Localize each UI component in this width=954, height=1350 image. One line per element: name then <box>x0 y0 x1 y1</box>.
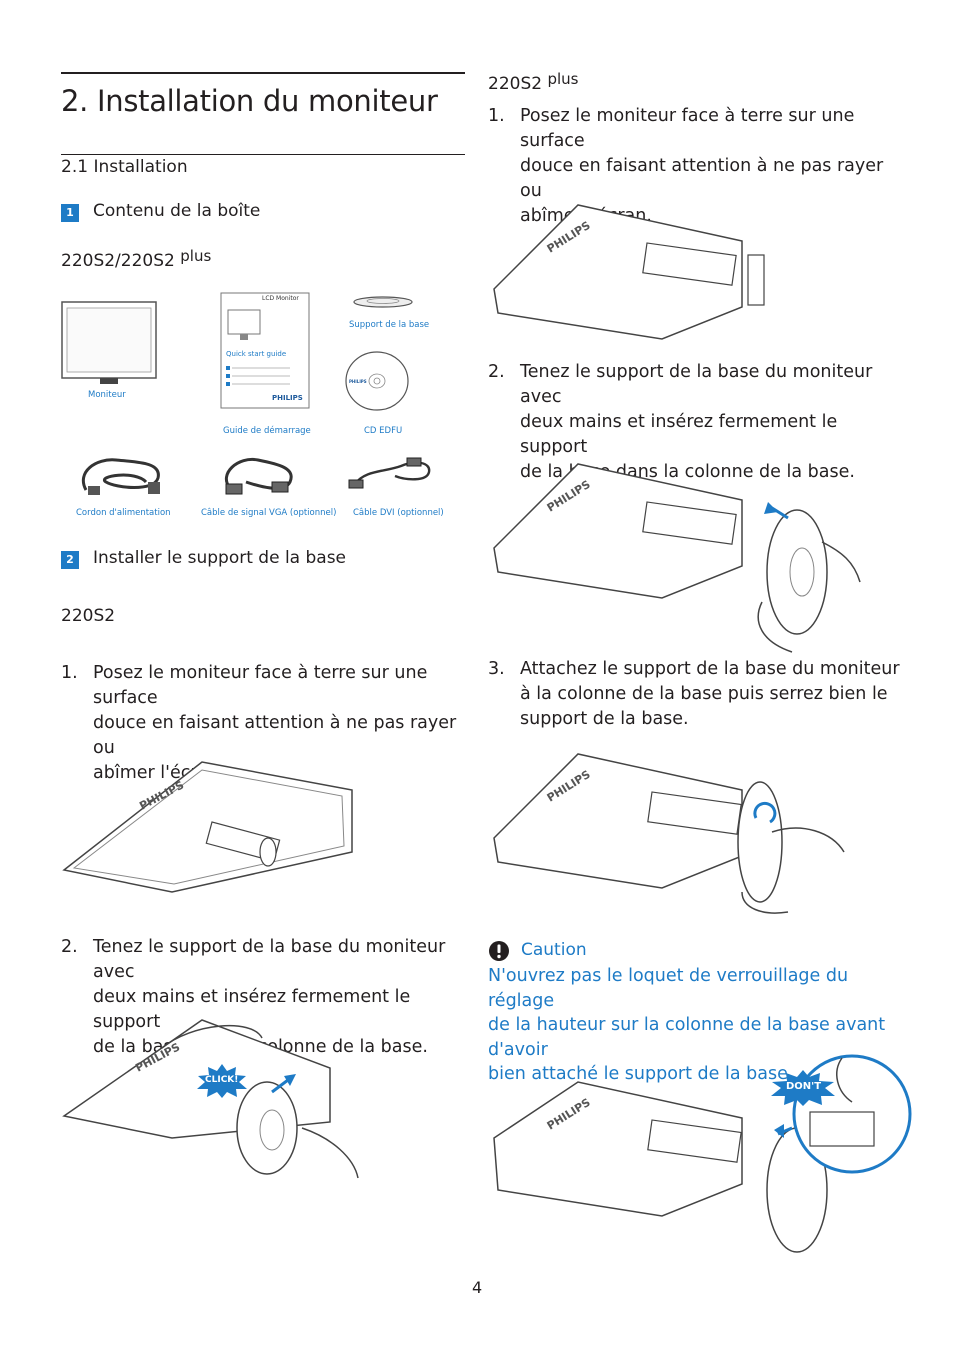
guide-brand-label: PHILIPS <box>272 394 303 402</box>
caution-body: N'ouvrez pas le loquet de verrouillage d… <box>488 964 908 1087</box>
click-starburst-icon <box>197 1064 247 1098</box>
model-heading-1-suffix: plus <box>180 247 212 265</box>
caution-line: bien attaché le support de la base. <box>488 1064 794 1084</box>
step-line: douce en faisant attention à ne pas raye… <box>93 713 457 758</box>
guide-qsg-label: Quick start guide <box>226 350 287 358</box>
monitor-attach-base-illustration-right: PHILIPS <box>493 753 845 914</box>
caution-line: de la hauteur sur la colonne de la base … <box>488 1015 886 1060</box>
caution-title: Caution <box>521 940 587 960</box>
step-number: 2. <box>488 362 505 382</box>
step-number: 1. <box>61 663 78 683</box>
step-line: douce en faisant attention à ne pas raye… <box>520 156 884 201</box>
vga-cable-illustration <box>224 457 293 495</box>
caption-dvi: Câble DVI (optionnel) <box>353 508 444 518</box>
step-line: deux mains et insérez fermement le suppo… <box>520 412 838 457</box>
step-220s2-2: 2. Tenez le support de la base du monite… <box>61 935 471 1057</box>
step-number: 3. <box>488 659 505 679</box>
model-heading-1: 220S2/220S2 plus <box>61 247 211 271</box>
step-line: Tenez le support de la base du moniteur … <box>93 937 446 982</box>
model-heading-1-main: 220S2/220S2 <box>61 251 175 271</box>
step-line: Attachez le support de la base du monite… <box>520 659 900 679</box>
subsection-2-title: Installer le support de la base <box>93 548 347 568</box>
model-heading-3: 220S2 plus <box>488 70 578 94</box>
step-line: deux mains et insérez fermement le suppo… <box>93 987 411 1032</box>
monitor-caution-illustration: PHILIPS <box>493 1054 912 1253</box>
step-line: à la colonne de la base puis serrez bien… <box>520 684 888 704</box>
dvi-cable-illustration <box>348 457 431 489</box>
step-line: Tenez le support de la base du moniteur … <box>520 362 873 407</box>
step-line: Posez le moniteur face à terre sur une s… <box>520 106 855 151</box>
monitor-illustration <box>61 301 157 384</box>
monitor-insert-base-illustration-right: PHILIPS <box>493 463 861 653</box>
cd-illustration: PHILIPS <box>345 351 409 411</box>
subsection-1-title: Contenu de la boîte <box>93 201 261 221</box>
caution-icon <box>489 941 509 961</box>
model-heading-2: 220S2 <box>61 606 115 626</box>
section-rule <box>61 154 465 155</box>
caution-line: N'ouvrez pas le loquet de verrouillage d… <box>488 966 849 1011</box>
caption-moniteur: Moniteur <box>88 390 126 400</box>
step-plus-2: 2. Tenez le support de la base du monite… <box>488 360 908 482</box>
step-line: Posez le moniteur face à terre sur une s… <box>93 663 428 708</box>
model-heading-2-main: 220S2 <box>61 606 116 626</box>
power-cord-illustration <box>81 458 160 495</box>
chapter-title: 2. Installation du moniteur <box>61 84 438 118</box>
caption-vga: Câble de signal VGA (optionnel) <box>201 508 337 518</box>
subsection-2-badge: 2 <box>61 551 79 569</box>
caption-cordon: Cordon d'alimentation <box>76 508 171 518</box>
monitor-facedown-illustration-right-1: PHILIPS <box>493 204 765 340</box>
page-number: 4 <box>472 1278 483 1297</box>
step-line: support de la base. <box>520 709 689 729</box>
click-label: CLICK! <box>205 1075 239 1085</box>
subsection-1-badge: 1 <box>61 204 79 222</box>
caption-guide: Guide de démarrage <box>223 426 311 436</box>
dont-label: DON'T <box>786 1081 822 1092</box>
base-stand-illustration <box>353 296 413 308</box>
section-title: 2.1 Installation <box>61 157 188 177</box>
step-plus-3: 3. Attachez le support de la base du mon… <box>488 657 908 732</box>
svg-text:PHILIPS: PHILIPS <box>349 379 367 384</box>
step-number: 2. <box>61 937 78 957</box>
guide-lcd-label: LCD Monitor <box>262 295 299 302</box>
caption-support: Support de la base <box>349 320 430 330</box>
model-heading-3-suffix: plus <box>547 70 579 88</box>
caption-cd: CD EDFU <box>364 426 403 436</box>
top-rule <box>61 72 465 74</box>
step-plus-1: 1. Posez le moniteur face à terre sur un… <box>488 104 908 226</box>
model-heading-3-main: 220S2 <box>488 74 543 94</box>
step-number: 1. <box>488 106 505 126</box>
monitor-facedown-illustration-left-1: PHILIPS <box>62 761 353 893</box>
monitor-insert-base-illustration-left: PHILIPS <box>62 1019 359 1179</box>
quick-start-guide-illustration <box>220 292 310 409</box>
dont-starburst-icon <box>771 1070 835 1106</box>
step-220s2-1: 1. Posez le moniteur face à terre sur un… <box>61 661 471 783</box>
